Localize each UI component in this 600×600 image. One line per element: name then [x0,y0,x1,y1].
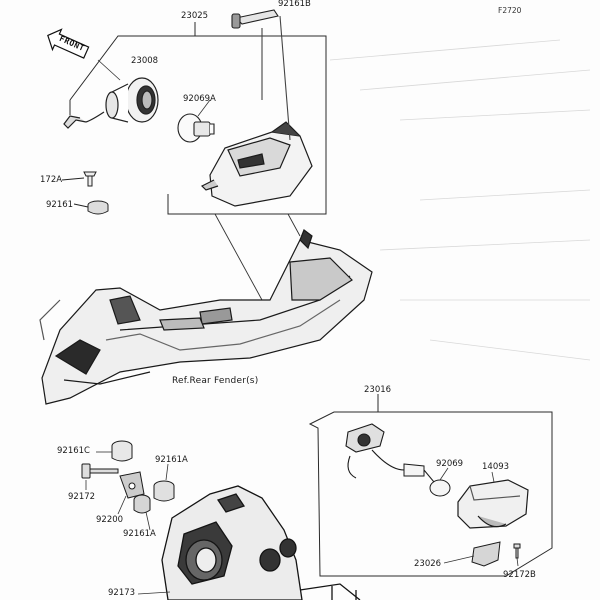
lower-screw-92172b [513,543,521,559]
socket-23008 [63,77,159,129]
damper-92161c [111,440,133,462]
label-92200: 92200 [96,515,124,525]
tail-bracket [161,485,361,600]
label-92161c: 92161C [57,446,90,456]
left-damper-92161 [73,200,109,215]
label-23016: 23016 [364,385,392,395]
top-bracket-92161b [231,9,291,141]
left-screw-172a [61,171,97,187]
upper-assembly-frame [69,22,327,215]
figure-code: F2720 [498,6,522,15]
reference-note: Ref.Rear Fender(s) [172,376,259,386]
label-92161b: 92161B [278,0,311,9]
lens-14093 [457,479,529,529]
front-direction-indicator: FRONT [40,22,93,66]
label-92161: 92161 [46,200,74,210]
upper-lamp-housing [200,121,313,207]
label-23026: 23026 [414,559,442,569]
label-92161a: 92161A [155,455,188,465]
lower-socket [345,423,405,479]
lower-bracket-23026 [471,541,501,567]
label-92172b: 92172B [503,570,536,580]
label-172a: 172A [40,175,63,185]
label-92172: 92172 [68,492,96,502]
lower-assembly-frame [308,394,553,577]
label-14093: 14093 [482,462,510,472]
label-92161a-2: 92161A [123,529,156,539]
bulb-92069a [177,113,215,143]
label-leaders [85,59,519,595]
collar-92200 [119,471,145,499]
label-92173: 92173 [108,588,136,598]
label-92069a: 92069A [183,94,216,104]
bolt-92172 [81,463,119,479]
damper-92161a [153,480,175,502]
background-lines [329,39,591,361]
label-23025: 23025 [181,11,209,21]
leader-lines [214,213,301,301]
front-arrow-icon [47,28,90,59]
label-92069: 92069 [436,459,464,469]
rear-fender [39,229,373,405]
lower-bulb [403,463,451,497]
label-23008: 23008 [131,56,159,66]
damper-92161a-2 [133,494,151,514]
